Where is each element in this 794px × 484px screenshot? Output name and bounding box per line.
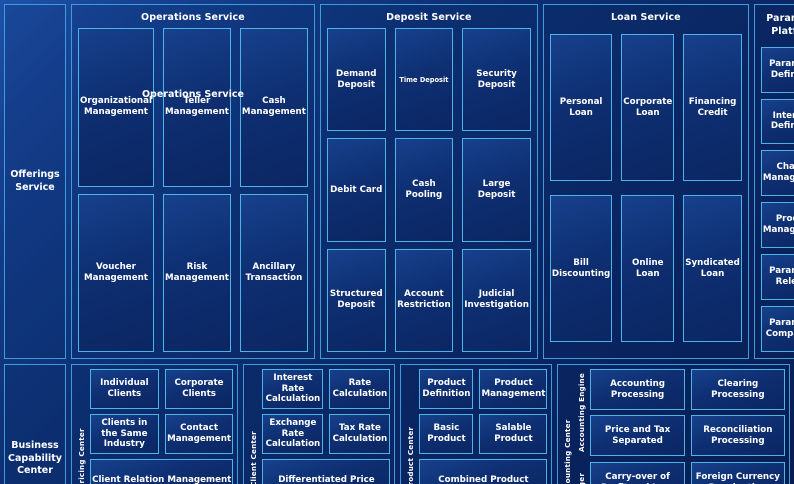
box-product-definition[interactable]: Product Definition [419, 369, 474, 409]
vlabel-accounting-engine: Accounting Engine [577, 373, 587, 452]
box-demand-deposit[interactable]: Demand Deposit [326, 28, 386, 132]
rail-parameter-platform[interactable]: Parameter Platform Parameter Definition … [753, 4, 794, 359]
operations-service-items: Organizational Management Teller Managem… [78, 28, 308, 352]
loan-service-items: Personal Loan Corporate Loan Financing C… [549, 34, 742, 342]
box-differentiated-price[interactable]: Differentiated Price [262, 459, 391, 484]
box-rate-calculation[interactable]: Rate Calculation [329, 369, 391, 409]
vlabel-general-ledger: General Ledger [576, 462, 587, 484]
box-judicial-investigation[interactable]: Judicial Investigation [462, 248, 531, 352]
box-cash-management[interactable]: Cash Management [239, 28, 308, 187]
box-combined-product[interactable]: Combined Product [419, 459, 548, 484]
rail-title-line1: Parameter [766, 13, 794, 24]
box-voucher-management[interactable]: Voucher Management [78, 193, 154, 352]
box-price-and-tax-separated[interactable]: Price and Tax Separated [590, 415, 685, 456]
box-clients-in-the-same-industry[interactable]: Clients in the Same Industry [90, 414, 159, 454]
box-interface-definition[interactable]: Interface Definition [760, 98, 794, 145]
box-organizational-management[interactable]: Organizational Management [78, 28, 154, 187]
deposit-service-items: Demand Deposit Time Deposit Security Dep… [326, 28, 531, 352]
vlabel-accounting-center: Accounting Center [563, 419, 573, 484]
vlabel-product-center: Product Center [406, 426, 416, 484]
group-deposit-service[interactable]: Deposit Service Demand Deposit Time Depo… [319, 4, 538, 359]
box-reconciliation-processing[interactable]: Reconciliation Processing [690, 415, 785, 456]
box-basic-product[interactable]: Basic Product [419, 414, 474, 454]
client-center-pairs: Interest Rate Calculation Rate Calculati… [262, 369, 391, 454]
box-contact-management[interactable]: Contact Management [164, 414, 234, 454]
box-clearing-processing[interactable]: Clearing Processing [690, 369, 785, 410]
box-syndicated-loan[interactable]: Syndicated Loan [683, 195, 742, 342]
side-label-offerings-service: Offerings Service [4, 4, 66, 359]
box-change-management[interactable]: Change Management [760, 150, 794, 197]
pricing-center-pairs: Individual Clients Corporate Clients Cli… [90, 369, 234, 454]
vlabel-pricing-center: Pricing Center [77, 428, 86, 484]
band-business-capability-center: Business Capability Center Pricing Cente… [4, 364, 790, 484]
box-teller-management[interactable]: Teller Management [162, 28, 231, 187]
product-center-pairs: Product Definition Product Management Ba… [419, 369, 548, 454]
box-cash-pooling[interactable]: Cash Pooling [394, 138, 454, 242]
group-client-center[interactable]: Client Center Interest Rate Calculation … [243, 364, 396, 484]
box-bill-discounting[interactable]: Bill Discounting [549, 195, 613, 342]
box-personal-loan[interactable]: Personal Loan [549, 34, 613, 181]
box-process-management[interactable]: Process Management [760, 202, 794, 249]
side-label-business-capability-center: Business Capability Center [4, 364, 66, 484]
box-online-loan[interactable]: Online Loan [621, 195, 675, 342]
box-salable-product[interactable]: Salable Product [479, 414, 548, 454]
business-capability-groups: Pricing Center Individual Clients Corpor… [71, 364, 790, 484]
box-financing-credit[interactable]: Financing Credit [683, 34, 742, 181]
box-large-deposit[interactable]: Large Deposit [462, 138, 531, 242]
box-client-relation-management[interactable]: Client Relation Management [90, 459, 234, 484]
accounting-engine-half: Accounting Engine Accounting Processing … [576, 369, 785, 456]
general-ledger-half: General Ledger Carry-over of Profit and … [576, 462, 785, 484]
offerings-groups: Operations Service Organizational Manage… [71, 4, 749, 359]
box-risk-management[interactable]: Risk Management [162, 193, 231, 352]
box-account-restriction[interactable]: Account Restriction [394, 248, 454, 352]
box-time-deposit[interactable]: Time Deposit [394, 28, 454, 132]
box-structured-deposit[interactable]: Structured Deposit [326, 248, 386, 352]
box-interest-rate-calculation[interactable]: Interest Rate Calculation [262, 369, 324, 409]
group-operations-service[interactable]: Operations Service Organizational Manage… [71, 4, 315, 359]
group-loan-service[interactable]: Loan Service Personal Loan Corporate Loa… [542, 4, 749, 359]
group-title-deposit-service: Deposit Service [386, 12, 472, 23]
box-parameter-comparison[interactable]: Parameter Comparison [760, 306, 794, 353]
box-foreign-currency-revaluation[interactable]: Foreign Currency Revaluation [690, 462, 785, 484]
group-product-center[interactable]: Product Center Product Definition Produc… [400, 364, 553, 484]
box-accounting-processing[interactable]: Accounting Processing [590, 369, 685, 410]
box-carry-over-of-profit-and-loss[interactable]: Carry-over of Profit and Loss [590, 462, 685, 484]
group-title-operations-service: Operations Service [141, 12, 245, 23]
general-ledger-items: Carry-over of Profit and Loss Foreign Cu… [590, 462, 785, 484]
group-title-loan-service: Loan Service [610, 12, 681, 23]
box-parameter-definition[interactable]: Parameter Definition [760, 46, 794, 93]
box-security-deposit[interactable]: Security Deposit [462, 28, 531, 132]
box-parameter-release[interactable]: Parameter Release [760, 254, 794, 301]
box-corporate-clients[interactable]: Corporate Clients [164, 369, 234, 409]
box-tax-rate-calculation[interactable]: Tax Rate Calculation [329, 414, 391, 454]
box-exchange-rate-calculation[interactable]: Exchange Rate Calculation [262, 414, 324, 454]
band-offerings-service: Offerings Service Operations Service Org… [4, 4, 794, 359]
box-debit-card[interactable]: Debit Card [326, 138, 386, 242]
box-individual-clients[interactable]: Individual Clients [90, 369, 159, 409]
box-corporate-loan[interactable]: Corporate Loan [621, 34, 675, 181]
rail-title: Parameter Platform [761, 9, 794, 41]
rail-title-line2: Platform [771, 26, 794, 38]
box-product-management[interactable]: Product Management [479, 369, 548, 409]
vlabel-client-center: Client Center [249, 431, 259, 484]
group-accounting-center[interactable]: Accounting Center Accounting Engine Acco… [557, 364, 790, 484]
group-pricing-center[interactable]: Pricing Center Individual Clients Corpor… [71, 364, 239, 484]
box-ancillary-transaction[interactable]: Ancillary Transaction [239, 193, 308, 352]
accounting-engine-items: Accounting Processing Clearing Processin… [590, 369, 785, 456]
